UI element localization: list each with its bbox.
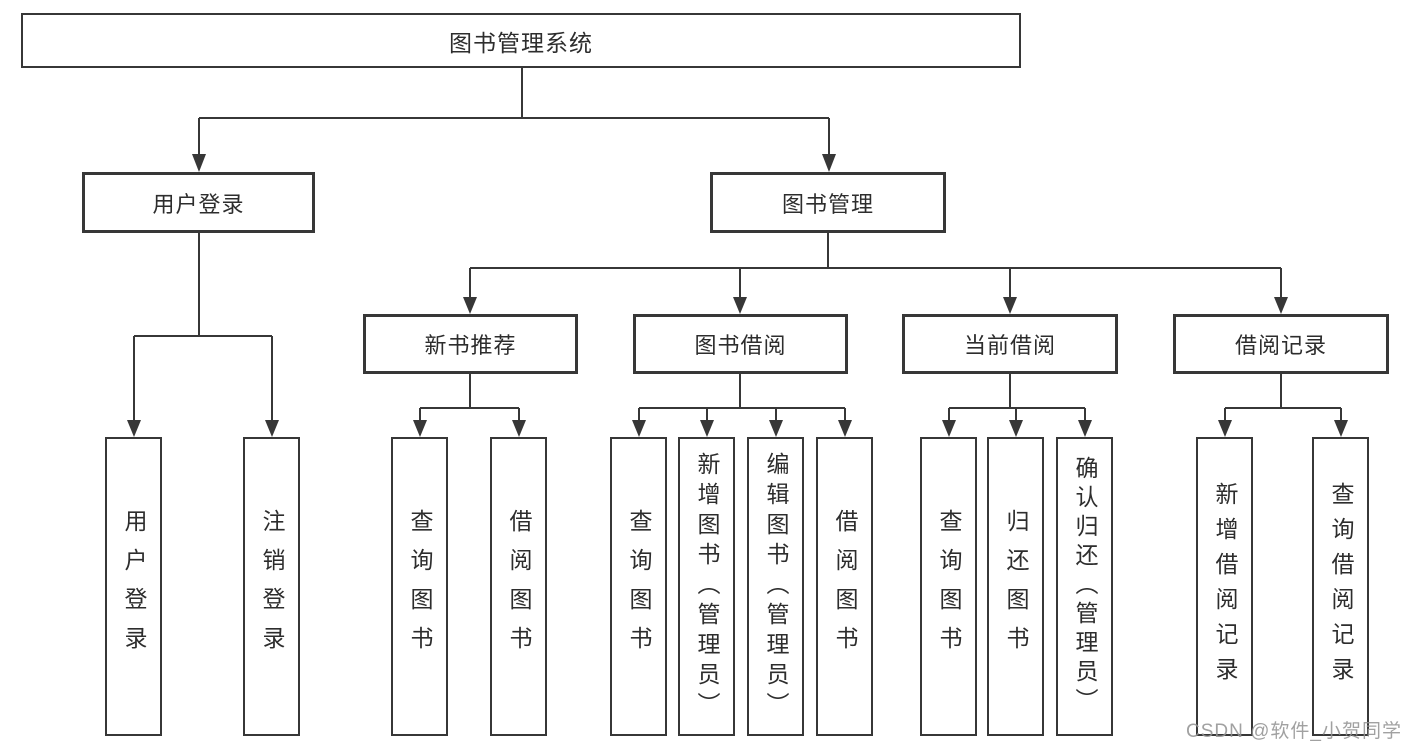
node-borrow-record: 借阅记录 <box>1173 314 1389 374</box>
node-user-login-label: 用户登录 <box>152 191 245 217</box>
leaf-add-borrow-record-label: 新增借阅记录 <box>1212 481 1238 692</box>
leaf-query-book-1-label: 查询图书 <box>407 508 433 665</box>
leaf-add-book-admin-label: 新增图书（管理员） <box>694 451 720 722</box>
leaf-query-book-2-label: 查询图书 <box>626 508 652 665</box>
leaf-confirm-return-admin-label: 确认归还（管理员） <box>1072 456 1098 717</box>
leaf-user-login: 用户登录 <box>105 437 162 736</box>
leaf-user-login-label: 用户登录 <box>121 508 147 665</box>
leaf-logout-label: 注销登录 <box>259 508 285 665</box>
node-root-label: 图书管理系统 <box>449 29 593 56</box>
leaf-logout: 注销登录 <box>243 437 300 736</box>
node-new-book-recommend-label: 新书推荐 <box>424 333 517 358</box>
leaf-edit-book-admin: 编辑图书（管理员） <box>747 437 804 736</box>
node-new-book-recommend: 新书推荐 <box>363 314 578 374</box>
node-current-borrow: 当前借阅 <box>902 314 1118 374</box>
leaf-query-borrow-record: 查询借阅记录 <box>1312 437 1369 736</box>
leaf-return-book: 归还图书 <box>987 437 1044 736</box>
node-book-management: 图书管理 <box>710 172 946 233</box>
leaf-query-book-1: 查询图书 <box>391 437 448 736</box>
node-borrow-record-label: 借阅记录 <box>1234 333 1327 358</box>
leaf-borrow-book-1-label: 借阅图书 <box>506 508 532 665</box>
leaf-add-book-admin: 新增图书（管理员） <box>678 437 735 736</box>
leaf-query-book-3-label: 查询图书 <box>936 508 962 665</box>
leaf-query-book-2: 查询图书 <box>610 437 667 736</box>
csdn-watermark: CSDN @软件_小贺同学 <box>1186 721 1402 742</box>
leaf-borrow-book-2: 借阅图书 <box>816 437 873 736</box>
leaf-borrow-book-2-label: 借阅图书 <box>832 508 858 665</box>
node-book-borrow-label: 图书借阅 <box>694 333 787 358</box>
leaf-borrow-book-1: 借阅图书 <box>490 437 547 736</box>
leaf-return-book-label: 归还图书 <box>1003 508 1029 665</box>
leaf-confirm-return-admin: 确认归还（管理员） <box>1056 437 1113 736</box>
leaf-query-borrow-record-label: 查询借阅记录 <box>1328 481 1354 692</box>
leaf-edit-book-admin-label: 编辑图书（管理员） <box>763 451 789 722</box>
node-book-borrow: 图书借阅 <box>633 314 848 374</box>
node-book-management-label: 图书管理 <box>781 191 874 217</box>
node-root: 图书管理系统 <box>21 13 1021 68</box>
leaf-query-book-3: 查询图书 <box>920 437 977 736</box>
leaf-add-borrow-record: 新增借阅记录 <box>1196 437 1253 736</box>
node-current-borrow-label: 当前借阅 <box>963 333 1056 358</box>
node-user-login: 用户登录 <box>82 172 315 233</box>
